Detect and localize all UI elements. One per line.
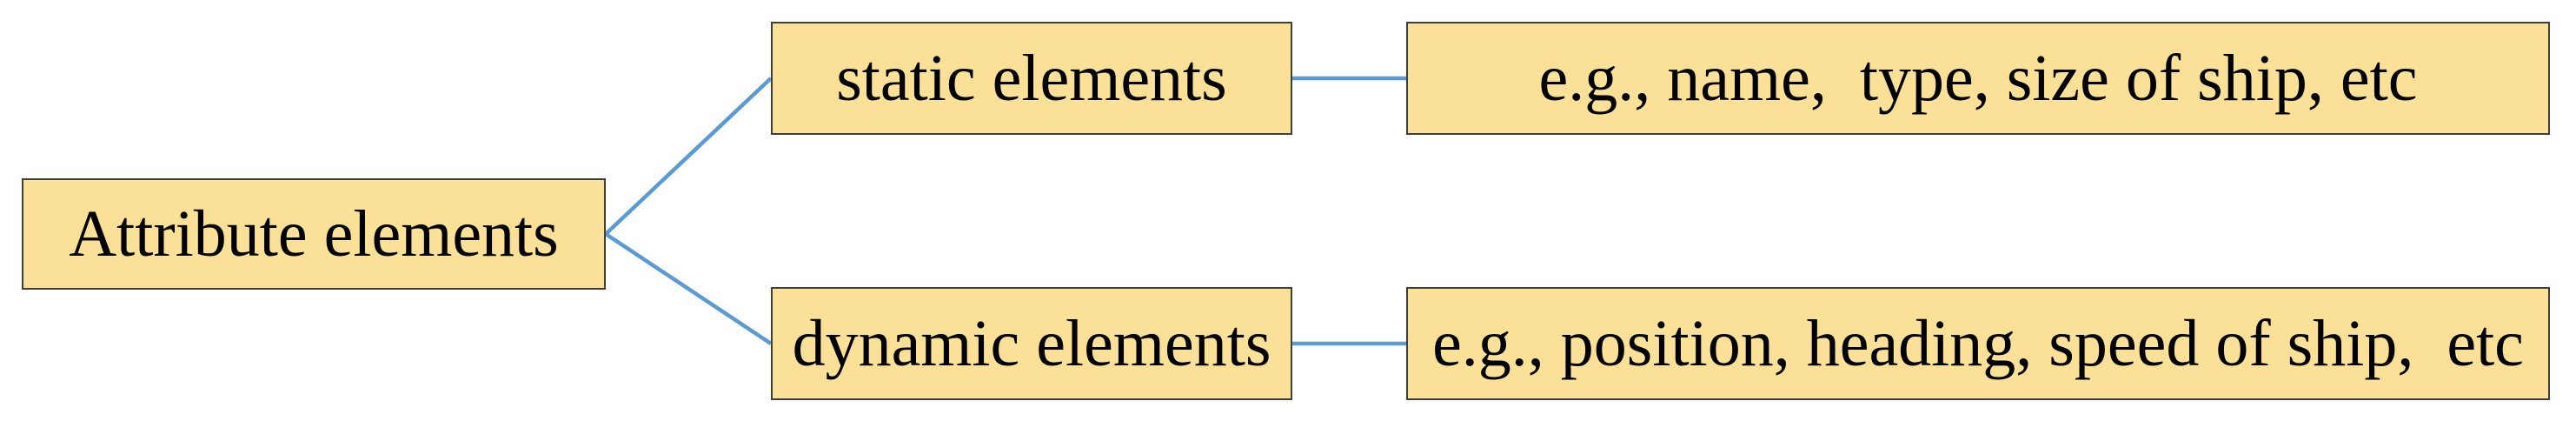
node-dynamic-example-label: e.g., position, heading, speed of ship, … — [1432, 307, 2524, 380]
node-dynamic-example: e.g., position, heading, speed of ship, … — [1406, 287, 2550, 400]
node-static-example-label: e.g., name, type, size of ship, etc — [1538, 42, 2418, 115]
node-attribute-elements: Attribute elements — [22, 178, 606, 290]
node-static-elements: static elements — [771, 22, 1292, 135]
node-attribute-elements-label: Attribute elements — [69, 197, 559, 271]
node-dynamic-elements: dynamic elements — [771, 287, 1292, 400]
node-static-elements-label: static elements — [836, 42, 1227, 115]
node-dynamic-elements-label: dynamic elements — [792, 307, 1271, 380]
node-static-example: e.g., name, type, size of ship, etc — [1406, 22, 2550, 135]
connector-root-to-static — [604, 77, 773, 236]
connector-root-to-dynamic — [604, 232, 773, 345]
